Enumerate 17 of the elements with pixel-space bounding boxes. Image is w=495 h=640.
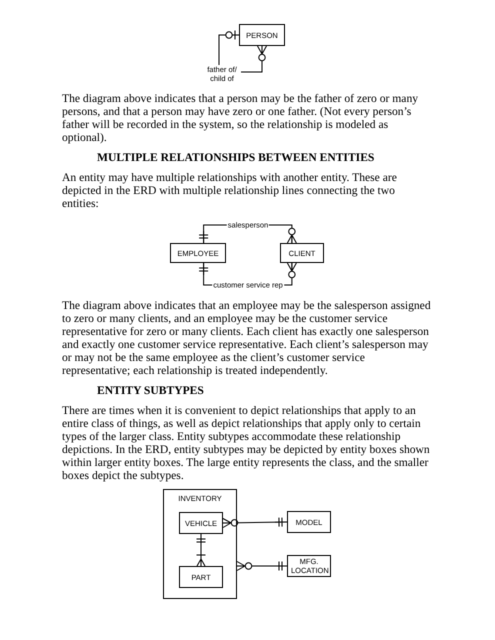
entity-box: [170, 243, 226, 263]
entity-box: [287, 555, 331, 577]
relationship-line: [196, 534, 206, 566]
relationship-line: [236, 561, 288, 571]
entity-group-box: [163, 489, 237, 599]
entity-box: [239, 24, 285, 46]
entity-box: [280, 243, 324, 263]
relationship-line: [222, 517, 288, 528]
paragraph: The diagram above indicates that an employee may be the salesperson assigned to zero or many clients, and an employee may be the customer service representative for zero or many clients. Each client has exactly one salesperson and exactly one customer service representative. Each client’s salesperson may or may not be the same employee as the client’s customer service representative; each relationship is treated independently.: [62, 299, 432, 377]
entity-box: [179, 566, 223, 588]
section-heading: ENTITY SUBTYPES: [97, 384, 205, 397]
paragraph: There are times when it is convenient to depict relationships that apply to an entire class of things, as well as depict relationships that apply only to certain types of the larger class. Entity subtypes accommodate these relationship depictions. In the ERD, entity subtypes may be depicted by entity boxes shown within larger entity boxes. The large entity represents the class, and the smaller boxes depict the subtypes.: [62, 404, 431, 482]
section-heading: MULTIPLE RELATIONSHIPS BETWEEN ENTITIES: [97, 151, 376, 164]
paragraph: The diagram above indicates that a person may be the father of zero or many persons, and that a person may have zero or one father. (Not every person’s father will be recorded in the system, so the relationship is modeled as optional).: [62, 92, 420, 144]
entity-box: [287, 511, 331, 533]
entity-box: [179, 512, 223, 534]
paragraph: An entity may have multiple relationships with another entity. These are depicted in the ERD with multiple relationship lines connecting the two entities:: [62, 171, 398, 210]
